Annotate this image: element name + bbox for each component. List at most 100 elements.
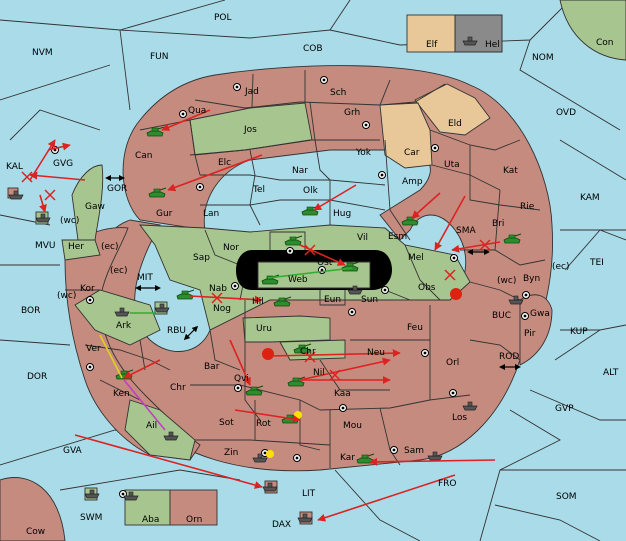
label-chr2[interactable]: Chr [300,347,316,357]
label-qvi[interactable]: Qvi [234,374,249,384]
label-zin[interactable]: Zin [224,448,238,458]
label-con[interactable]: Con [596,38,614,48]
sea-dor[interactable]: DOR [27,372,47,382]
province-eld[interactable] [414,83,491,136]
label-lan[interactable]: Lan [203,209,219,219]
label-pir[interactable]: Pir [524,329,536,339]
sea-fro[interactable]: FRO [438,479,457,489]
label-wc1[interactable]: (wc) [57,291,76,301]
sea-tei[interactable]: TEI [589,258,604,268]
label-uta[interactable]: Uta [444,160,460,170]
label-jos[interactable]: Jos [243,125,257,135]
label-nil[interactable]: Nil [313,368,325,378]
sea-rod[interactable]: ROD [499,352,519,362]
province-pir[interactable] [519,294,553,366]
label-cow[interactable]: Cow [26,527,45,537]
sea-mit[interactable]: MIT [137,273,153,283]
label-orl[interactable]: Orl [446,358,459,368]
label-ail[interactable]: Ail [146,421,157,431]
label-feu[interactable]: Feu [407,323,423,333]
label-web[interactable]: Web [288,275,308,285]
label-bar[interactable]: Bar [204,362,220,372]
label-orn[interactable]: Orn [186,515,202,525]
label-ken[interactable]: Ken [113,389,130,399]
label-kat[interactable]: Kat [503,166,518,176]
label-kaa[interactable]: Kaa [334,389,351,399]
label-bri[interactable]: Bri [492,219,504,229]
label-mel[interactable]: Mel [408,253,424,263]
label-eld[interactable]: Eld [448,119,462,129]
label-ark[interactable]: Ark [116,321,132,331]
label-los[interactable]: Los [452,413,467,423]
sea-cob[interactable]: COB [303,44,323,54]
label-sap[interactable]: Sap [193,253,210,263]
label-elc[interactable]: Elc [218,158,231,168]
province-gaw[interactable] [71,164,104,241]
label-grh[interactable]: Grh [344,108,360,118]
label-her[interactable]: Her [68,242,84,252]
sea-kup[interactable]: KUP [570,327,588,337]
sea-ovd[interactable]: OVD [556,108,576,118]
label-hil[interactable]: Hil [252,297,264,307]
label-byn[interactable]: Byn [523,274,540,284]
label-tel[interactable]: Tel [252,185,265,195]
label-kor[interactable]: Kor [80,284,95,294]
province-orn[interactable] [169,489,218,526]
label-nor[interactable]: Nor [223,243,239,253]
label-qua[interactable]: Qua [188,106,206,116]
province-elf[interactable] [406,14,456,53]
label-gwa[interactable]: Gwa [530,309,550,319]
label-olk[interactable]: Olk [303,186,319,196]
label-hug[interactable]: Hug [333,209,351,219]
sea-kam[interactable]: KAM [580,193,600,203]
label-sch[interactable]: Sch [330,88,346,98]
label-eun[interactable]: Eun [324,295,341,305]
sea-gor[interactable]: GOR [107,184,127,194]
sea-pol[interactable]: POL [214,13,232,23]
label-obs[interactable]: Obs [418,283,436,293]
label-vil[interactable]: Vil [357,233,368,243]
sea-sma[interactable]: SMA [456,226,476,236]
label-jad[interactable]: Jad [244,87,259,97]
label-nar[interactable]: Nar [292,166,308,176]
label-car[interactable]: Car [404,148,420,158]
sea-lit[interactable]: LIT [302,489,316,499]
sea-dax[interactable]: DAX [272,520,291,530]
sea-som[interactable]: SOM [556,492,577,502]
label-rie[interactable]: Rie [520,202,535,212]
label-ec1[interactable]: (ec) [101,242,119,252]
label-sam[interactable]: Sam [404,446,424,456]
label-ec3[interactable]: (ec) [552,262,570,272]
province-her[interactable] [61,239,101,261]
label-esm[interactable]: Esm [388,232,407,242]
label-chr[interactable]: Chr [170,383,186,393]
sea-alt[interactable]: ALT [603,368,619,378]
province-hel[interactable] [454,14,503,53]
label-rot[interactable]: Rot [256,419,271,429]
label-sun[interactable]: Sun [361,295,378,305]
label-sot[interactable]: Sot [219,418,234,428]
sea-mvu[interactable]: MVU [35,241,56,251]
label-ost[interactable]: Ost [317,258,333,268]
label-elf[interactable]: Elf [426,40,438,50]
label-nog[interactable]: Nog [213,304,231,314]
label-kar[interactable]: Kar [340,453,355,463]
sea-rbu[interactable]: RBU [167,326,186,336]
label-ver[interactable]: Ver [86,344,101,354]
sea-gva[interactable]: GVA [63,446,83,456]
province-ail[interactable] [124,399,196,461]
label-wc3[interactable]: (wc) [60,216,79,226]
label-gvg[interactable]: GVG [53,159,73,169]
sea-buc[interactable]: BUC [492,311,511,321]
label-amp[interactable]: Amp [402,177,423,187]
sea-nvm[interactable]: NVM [32,48,53,58]
label-gur[interactable]: Gur [156,209,173,219]
label-wc2[interactable]: (wc) [497,276,516,286]
sea-gvp[interactable]: GVP [555,404,574,414]
sea-kal[interactable]: KAL [6,162,23,172]
label-mou[interactable]: Mou [343,421,362,431]
label-hel[interactable]: Hel [485,40,500,50]
label-nab[interactable]: Nab [209,284,227,294]
label-neu[interactable]: Neu [367,348,385,358]
label-aba[interactable]: Aba [142,515,159,525]
